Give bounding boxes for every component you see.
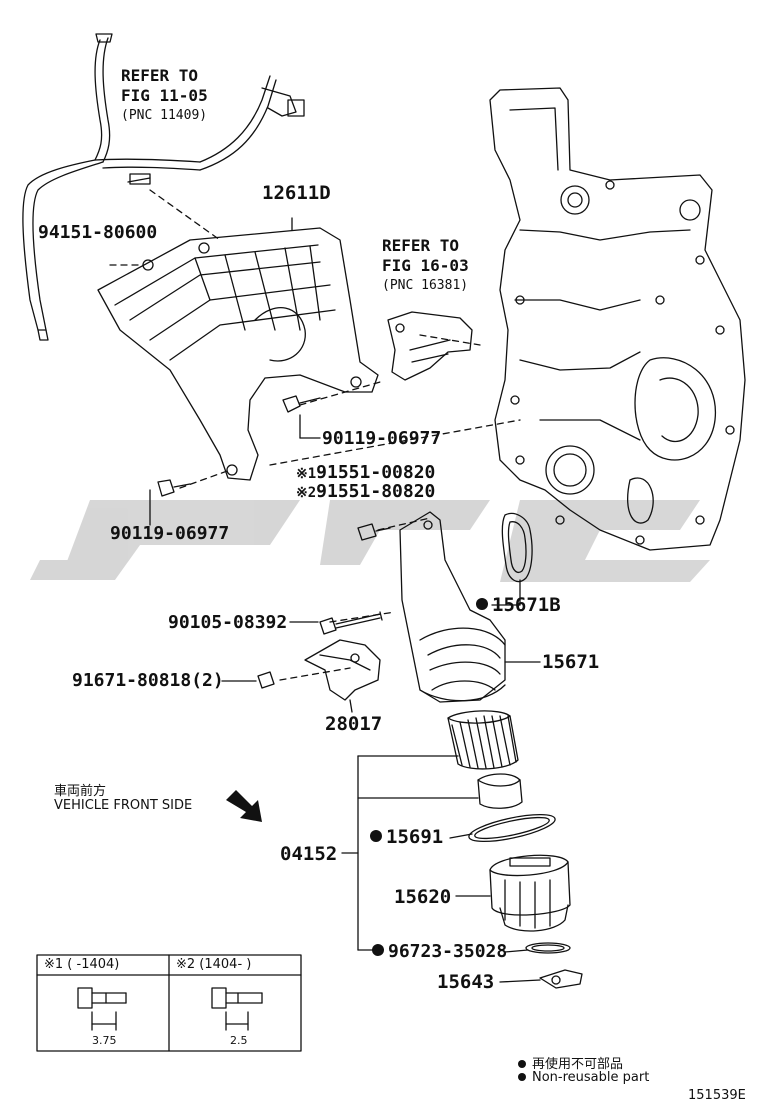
note-non-reusable-en: Non-reusable part [518,1070,649,1085]
bolt-91551 [357,523,391,541]
non-reusable-dot [372,944,384,956]
o-ring-96723 [525,942,571,954]
legend-col2-dim: 2.5 [230,1034,248,1047]
o-ring-15671B [491,512,533,606]
label-15620[interactable]: 15620 [394,886,452,908]
note-text: 再使用不可部品 [532,1057,624,1072]
chain-cover-plate-12611D [97,227,379,481]
legend-col2-head: ※2 (1404- ) [176,957,252,972]
label-15671B[interactable]: 15671B [476,594,561,616]
non-reusable-dot [370,829,382,842]
label-91671-80818[interactable]: 91671-80818(2) [72,670,224,691]
watermark [30,500,710,582]
part-number: 96723-35028 [388,941,508,962]
ref-line2: FIG 11-05 [121,86,208,105]
oil-filter-cap-15620 [489,854,571,932]
leader-lines [149,217,541,983]
note-non-reusable-jp: 再使用不可部品 [518,1053,623,1072]
note-dot [518,1072,526,1081]
label-15643[interactable]: 15643 [437,971,495,993]
oil-filter-bracket-15671 [399,511,541,703]
ref-pnc: (PNC 11409) [121,108,208,123]
label-12611D[interactable]: 12611D [262,182,331,204]
label-90119-06977-upper[interactable]: 90119-06977 [322,428,442,449]
label-28017[interactable]: 28017 [325,713,383,735]
ref-fig-16-03: REFER TO FIG 16-03 (PNC 16381) [382,236,469,296]
timing-chain-case [489,87,746,551]
figure-id: 151539E [688,1088,746,1103]
bolt-91671 [221,671,275,689]
mark-2: ※2 [296,485,317,501]
legend-table [36,954,302,1052]
legend-col1-head: ※1 ( -1404) [44,957,120,972]
part-number: 15691 [386,826,444,848]
label-15691[interactable]: 15691 [370,826,443,848]
note-text: Non-reusable part [532,1070,650,1085]
dashed-leader-lines [109,189,521,681]
o-ring-15691 [468,813,556,843]
label-91551-80820[interactable]: ※291551-80820 [296,481,435,502]
part-number: 15671B [492,594,561,616]
label-04152[interactable]: 04152 [280,843,338,865]
vehicle-front-en: VEHICLE FRONT SIDE [54,798,193,813]
ref-pnc: (PNC 16381) [382,278,469,293]
label-15671[interactable]: 15671 [542,651,600,673]
label-94151-80600[interactable]: 94151-80600 [38,222,158,243]
bracket-ref-16-03 [387,311,473,381]
bracket-28017 [304,639,381,713]
label-96723-35028[interactable]: 96723-35028 [372,941,507,962]
ref-line1: REFER TO [382,236,460,255]
drain-plug-15643 [539,969,583,989]
oil-level-gauge-guide [22,33,305,341]
label-90105-08392[interactable]: 90105-08392 [168,612,288,633]
bolt-90119-lower [157,479,191,497]
mark-1: ※1 [296,466,317,482]
ref-line1: REFER TO [121,66,199,85]
oil-filter-element [447,710,519,770]
part-number: 91551-00820 [316,462,436,483]
kit-bracket-04152 [341,755,479,951]
ref-fig-11-05: REFER TO FIG 11-05 (PNC 11409) [121,66,208,126]
ref-line2: FIG 16-03 [382,256,469,275]
label-91551-00820[interactable]: ※191551-00820 [296,462,435,483]
non-reusable-dot [476,597,488,610]
legend-col1-dim: 3.75 [92,1034,117,1047]
bolt-90119-upper [282,395,321,413]
filter-spacer [477,773,523,809]
note-dot [518,1059,526,1068]
vehicle-front-jp: 車両前方 [54,784,107,799]
bolt-90105 [289,611,383,635]
label-90119-06977-lower[interactable]: 90119-06977 [110,523,230,544]
front-arrow [226,790,262,822]
part-number: 91551-80820 [316,481,436,502]
